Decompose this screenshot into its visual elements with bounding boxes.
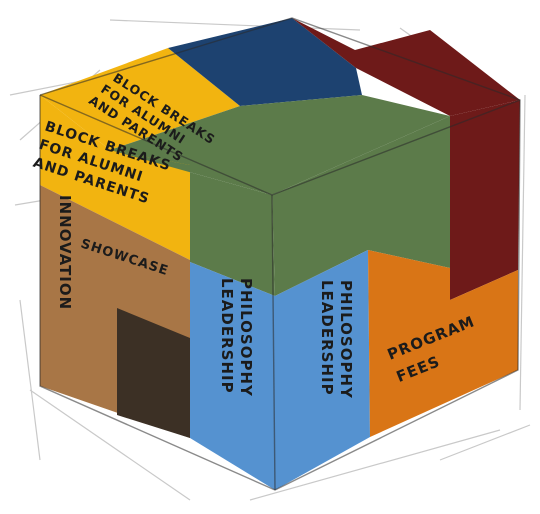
right-face bbox=[272, 100, 520, 490]
block-breaks-front-region bbox=[40, 95, 190, 260]
leadership-left-region bbox=[190, 262, 275, 490]
leadership-right-line-1: LEADERSHIP bbox=[318, 280, 336, 396]
leadership-right-region bbox=[275, 250, 370, 490]
leadership-right-label: LEADERSHIP PHILOSOPHY bbox=[318, 280, 355, 399]
leadership-right-line-2: PHILOSOPHY bbox=[337, 280, 355, 399]
green-front-region bbox=[110, 150, 275, 296]
top-face bbox=[40, 18, 520, 195]
navy-top-region bbox=[168, 18, 362, 106]
green-top-region bbox=[110, 95, 450, 195]
leadership-left-line-2: PHILOSOPHY bbox=[237, 278, 255, 397]
left-face bbox=[40, 95, 275, 490]
leadership-left-label: LEADERSHIP PHILOSOPHY bbox=[218, 278, 255, 397]
maroon-top-region bbox=[292, 18, 520, 116]
maroon-right-region bbox=[450, 100, 520, 300]
green-right-region bbox=[272, 116, 450, 296]
dark-block-region bbox=[117, 308, 190, 438]
block-breaks-top-region bbox=[40, 48, 240, 150]
leadership-left-line-1: LEADERSHIP bbox=[218, 278, 236, 394]
cube-edges bbox=[39, 17, 521, 491]
program-fees-region bbox=[368, 250, 518, 437]
innovation-label: INNOVATION bbox=[56, 195, 74, 310]
innovation-text: INNOVATION bbox=[56, 195, 74, 310]
